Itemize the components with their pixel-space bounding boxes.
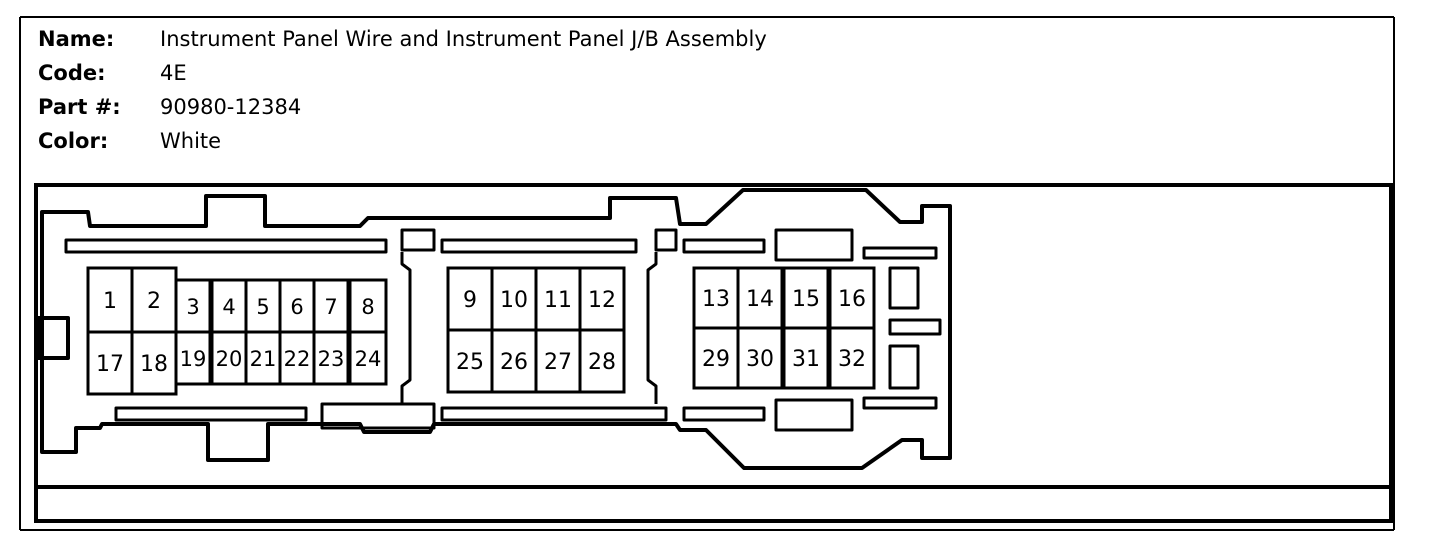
pin-number: 29: [702, 347, 730, 372]
pin-cavity: 28: [578, 328, 626, 394]
pin-cavity: 12: [578, 266, 626, 332]
pin-cavity-box: [312, 330, 350, 386]
pin-number: 3: [186, 295, 199, 319]
pin-cavity-box: [828, 326, 876, 390]
pin-cavity: 23: [312, 330, 350, 386]
pin-cavity: 1: [86, 266, 134, 334]
pin-cavity: 13: [692, 266, 740, 330]
pin-number: 26: [500, 350, 528, 375]
pin-cavity: 8: [348, 278, 388, 334]
pin-number: 31: [792, 347, 820, 372]
pin-number: 5: [256, 295, 269, 319]
pin-number: 25: [456, 350, 484, 375]
pin-cavity: 10: [490, 266, 538, 332]
pin-number: 9: [463, 288, 477, 313]
part-label: Part #:: [38, 95, 121, 119]
color-label: Color:: [38, 129, 108, 153]
pin-cavity: 19: [174, 330, 212, 386]
pin-cavity: 2: [130, 266, 178, 334]
pin-cavity: 18: [130, 330, 178, 396]
pin-cavity: 29: [692, 326, 740, 390]
pin-cavity-box: [348, 330, 388, 386]
pin-cavity: 24: [348, 330, 388, 386]
code-label: Code:: [38, 61, 106, 85]
pin-cavity: 5: [244, 278, 282, 334]
pin-number: 1: [103, 289, 117, 314]
pin-number: 28: [588, 350, 616, 375]
pin-number: 11: [544, 288, 572, 313]
pin-number: 14: [746, 287, 774, 312]
pin-cavity-box: [782, 326, 830, 390]
pin-cavity-box: [578, 328, 626, 394]
pin-cavity: 22: [278, 330, 316, 386]
pin-number: 10: [500, 288, 528, 313]
info-frame: [19, 16, 1395, 531]
pin-cavity: 9: [446, 266, 494, 332]
pin-cavity: 21: [244, 330, 282, 386]
pin-number: 30: [746, 347, 774, 372]
pin-cavity: 16: [828, 266, 876, 330]
pin-cavity-box: [174, 330, 212, 386]
pin-cavity: 31: [782, 326, 830, 390]
pin-number: 27: [544, 350, 572, 375]
pin-number: 2: [147, 289, 161, 314]
pin-cavity: 25: [446, 328, 494, 394]
connector-housing: [36, 188, 952, 470]
pin-number: 19: [180, 347, 207, 371]
color-value: White: [160, 129, 221, 153]
pin-cavity: 11: [534, 266, 582, 332]
pin-number: 8: [361, 295, 374, 319]
pin-number: 16: [838, 287, 866, 312]
name-label: Name:: [38, 27, 114, 51]
pin-cavity: 30: [736, 326, 784, 390]
pin-number: 22: [284, 347, 311, 371]
pin-cavity: 17: [86, 330, 134, 396]
pin-number: 13: [702, 287, 730, 312]
pin-cavity: 4: [210, 278, 248, 334]
pin-cavity: 26: [490, 328, 538, 394]
pin-cavity: 7: [312, 278, 350, 334]
pin-cavity: 15: [782, 266, 830, 330]
pin-number: 23: [318, 347, 345, 371]
pin-number: 12: [588, 288, 616, 313]
pin-number: 15: [792, 287, 820, 312]
pin-number: 24: [355, 347, 382, 371]
pin-number: 18: [140, 352, 168, 377]
pin-cavity: 27: [534, 328, 582, 394]
pin-number: 32: [838, 347, 866, 372]
pin-number: 4: [222, 295, 235, 319]
pin-cavity: 14: [736, 266, 784, 330]
pin-cavity: 6: [278, 278, 316, 334]
pin-number: 7: [324, 295, 337, 319]
pin-number: 6: [290, 295, 303, 319]
part-value: 90980-12384: [160, 95, 301, 119]
pin-number: 17: [96, 352, 124, 377]
pin-cavity: 32: [828, 326, 876, 390]
pin-number: 21: [250, 347, 277, 371]
info-block: Name: Instrument Panel Wire and Instrume…: [38, 27, 767, 153]
code-value: 4E: [160, 61, 187, 85]
pin-cavity: 20: [210, 330, 248, 386]
pin-cavity: 3: [174, 278, 212, 334]
name-value: Instrument Panel Wire and Instrument Pan…: [160, 27, 767, 51]
pin-number: 20: [216, 347, 243, 371]
pin-cavity-box: [736, 326, 784, 390]
